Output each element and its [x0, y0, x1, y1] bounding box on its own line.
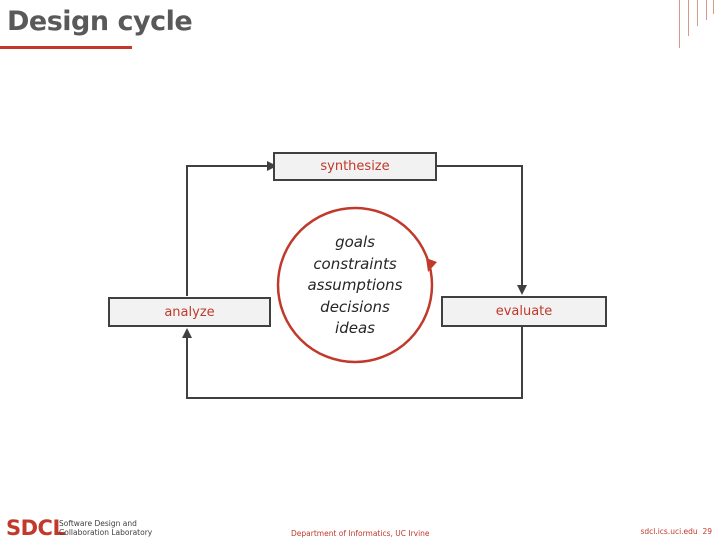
lab-name-line1: Software Design and	[59, 519, 137, 528]
center-item-assumptions: assumptions	[307, 276, 403, 294]
synthesize-label: synthesize	[320, 159, 390, 174]
synthesize-box: synthesize	[273, 152, 437, 181]
arrow-synthesize-to-evaluate	[437, 165, 527, 295]
footer-url-and-page: sdcl.ics.uci.edu 29	[640, 527, 712, 536]
lab-name: Software Design and Collaboration Labora…	[59, 519, 152, 537]
sdcl-logo: SDCL	[6, 516, 66, 540]
footer-url: sdcl.ics.uci.edu	[640, 527, 698, 536]
arrow-analyze-to-synthesize	[186, 161, 277, 296]
center-cycle-arrowhead	[426, 258, 437, 272]
evaluate-label: evaluate	[495, 304, 553, 319]
arrow-evaluate-to-analyze	[182, 327, 523, 399]
center-item-goals: goals	[335, 233, 375, 251]
slide-title: Design cycle	[7, 6, 193, 37]
title-underline	[0, 46, 132, 49]
center-item-ideas: ideas	[335, 319, 375, 337]
center-cycle-circle	[276, 206, 434, 364]
evaluate-box: evaluate	[441, 296, 607, 327]
center-item-decisions: decisions	[320, 297, 390, 316]
center-item-constraints: constraints	[313, 254, 397, 273]
page-number: 29	[702, 527, 712, 536]
center-items: goals constraints assumptions decisions …	[290, 232, 420, 340]
department-label: Department of Informatics, UC Irvine	[291, 529, 430, 538]
lab-name-line2: Collaboration Laboratory	[59, 528, 153, 537]
analyze-box: analyze	[108, 297, 271, 327]
analyze-label: analyze	[164, 304, 215, 320]
